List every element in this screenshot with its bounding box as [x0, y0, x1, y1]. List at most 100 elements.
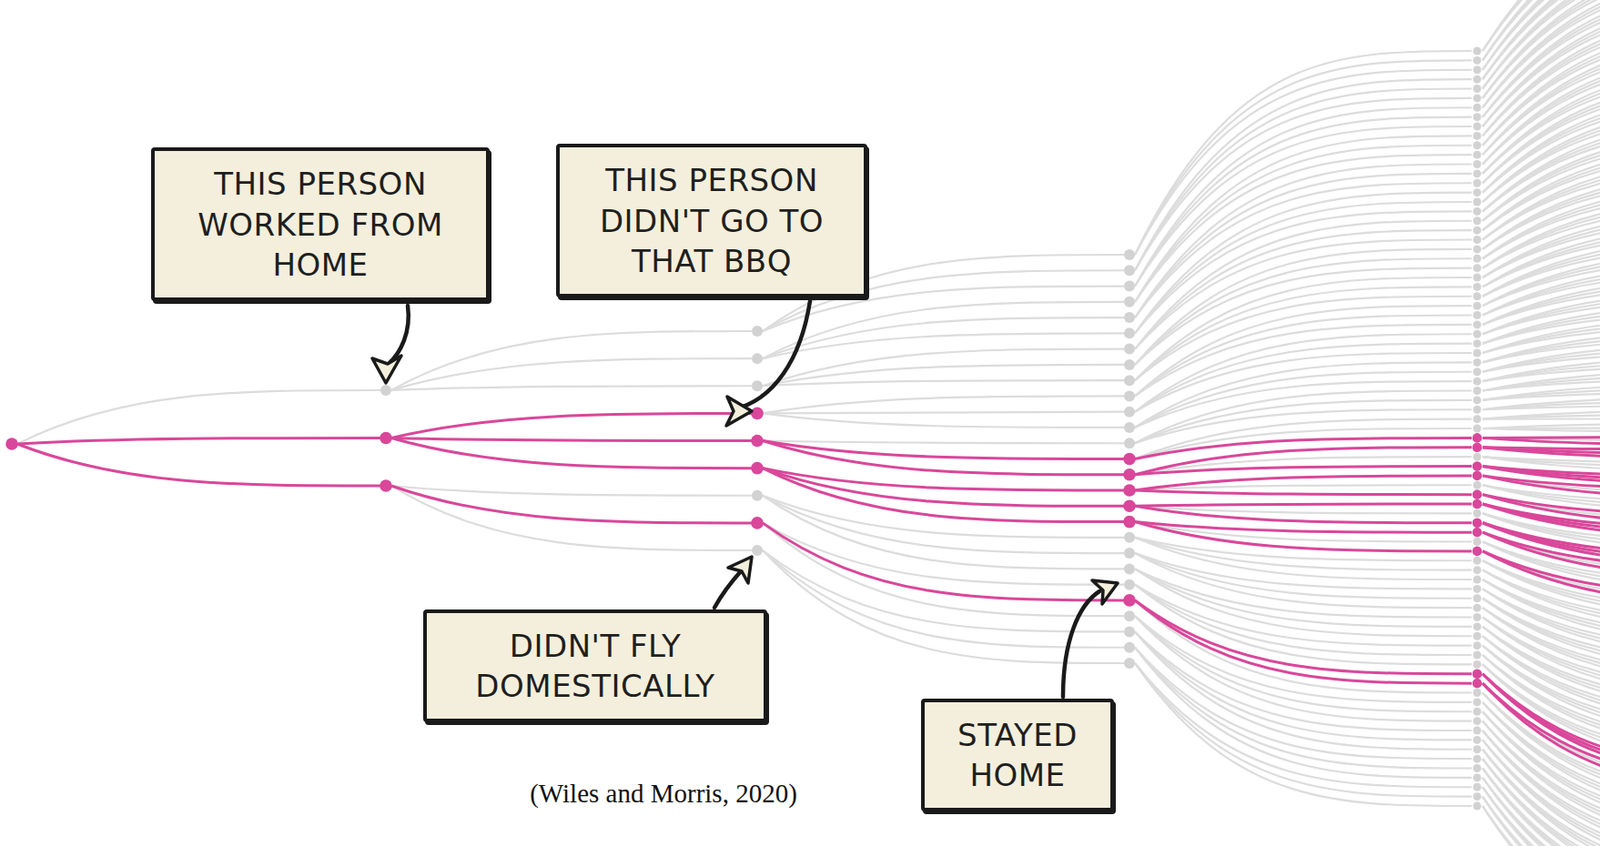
arrow-head — [1092, 580, 1118, 605]
branch-line — [1134, 522, 1472, 543]
branch-line — [1482, 806, 1600, 846]
branch-line — [1482, 769, 1600, 846]
branch-line — [762, 468, 1125, 523]
leader-arrow — [733, 301, 811, 410]
person-dot — [1473, 773, 1482, 782]
person-dot — [1473, 283, 1482, 292]
person-dot — [1473, 263, 1482, 273]
branch-line — [1134, 537, 1472, 571]
branch-line — [1482, 655, 1600, 752]
person-dot — [1473, 604, 1482, 613]
leader-arrow — [714, 571, 741, 608]
branch-line — [1134, 258, 1472, 365]
person-dot — [1473, 198, 1482, 207]
branch-line — [1482, 361, 1600, 382]
person-dot — [1472, 546, 1483, 557]
branch-line — [762, 523, 1125, 617]
person-dot — [1124, 406, 1135, 418]
person-dot — [1473, 56, 1482, 65]
branch-line — [391, 413, 752, 438]
person-dot — [1473, 226, 1482, 235]
branch-line — [762, 395, 1125, 414]
person-dot — [1473, 585, 1482, 594]
person-dot — [1473, 386, 1482, 395]
person-dot — [1473, 622, 1482, 631]
branch-line — [1134, 663, 1472, 807]
person-dot — [1473, 698, 1482, 707]
branch-line — [762, 380, 1125, 386]
branch-line — [762, 364, 1125, 386]
person-dot — [1124, 563, 1135, 575]
person-dot — [751, 490, 763, 502]
person-dot — [1473, 112, 1482, 122]
person-dot — [1473, 75, 1482, 84]
person-dot — [1473, 160, 1482, 169]
person-dot — [1473, 395, 1482, 405]
person-dot — [1124, 344, 1135, 355]
branch-line — [1482, 437, 1600, 446]
branch-line — [1134, 585, 1472, 656]
person-dot — [1124, 359, 1135, 371]
branch-line — [1134, 553, 1472, 589]
person-dot — [1473, 405, 1482, 415]
person-dot — [379, 479, 393, 493]
person-dot — [1473, 47, 1482, 56]
person-dot — [750, 435, 764, 448]
person-dot — [1473, 169, 1482, 178]
person-dot — [1124, 547, 1135, 559]
branch-line — [1134, 221, 1472, 350]
person-dot — [1473, 188, 1482, 197]
person-dot — [1124, 296, 1135, 308]
branch-line — [1482, 15, 1600, 137]
person-dot — [1123, 594, 1136, 608]
branch-line — [1482, 475, 1600, 499]
person-dot — [1473, 122, 1482, 132]
person-dot — [1124, 374, 1135, 386]
person-dot — [1473, 792, 1482, 801]
person-dot — [1473, 302, 1482, 311]
person-dot — [1472, 489, 1483, 500]
branch-line — [1134, 485, 1472, 491]
person-dot — [1473, 802, 1482, 811]
person-dot — [1124, 249, 1135, 261]
branch-line — [1482, 143, 1600, 231]
branch-line — [762, 468, 1125, 491]
person-dot — [751, 353, 763, 365]
branch-line — [762, 441, 1125, 445]
branch-line — [1482, 436, 1600, 439]
branch-line — [1482, 806, 1600, 846]
branch-line — [1482, 396, 1600, 410]
person-dot — [1124, 312, 1135, 324]
arrow-head — [372, 355, 402, 384]
person-dot — [1473, 254, 1482, 264]
branch-line — [1482, 674, 1600, 779]
branch-line — [1482, 392, 1600, 401]
branch-line — [1482, 165, 1600, 240]
branch-line — [1482, 806, 1600, 846]
person-dot — [1473, 93, 1482, 102]
branch-line — [1482, 495, 1600, 517]
branch-line — [17, 438, 381, 446]
person-dot — [1472, 471, 1483, 482]
arrow-head — [726, 396, 752, 426]
person-dot — [1472, 527, 1483, 538]
callout-text: THIS PERSON WORKED FROM HOME — [171, 163, 470, 285]
person-dot — [1473, 576, 1482, 585]
branch-line — [1482, 383, 1600, 401]
person-dot — [1473, 556, 1482, 566]
branch-line — [391, 358, 752, 391]
branch-line — [1134, 631, 1472, 750]
person-dot — [1472, 517, 1483, 528]
branch-line — [1134, 428, 1472, 460]
person-dot — [1473, 651, 1482, 660]
person-dot — [1473, 84, 1482, 93]
branch-line — [1134, 490, 1472, 496]
branch-line — [1482, 356, 1600, 382]
person-dot — [5, 437, 19, 451]
person-dot — [1124, 658, 1135, 669]
person-dot — [1123, 516, 1136, 529]
branch-line — [1482, 423, 1600, 429]
branch-line — [391, 438, 752, 442]
person-dot — [1473, 377, 1482, 386]
